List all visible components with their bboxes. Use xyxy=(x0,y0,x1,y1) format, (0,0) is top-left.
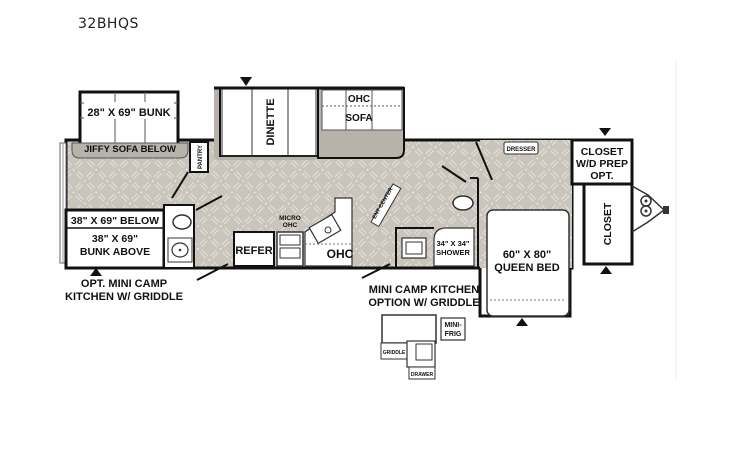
model-title: 32BHQS xyxy=(78,16,139,32)
refer-label: REFER xyxy=(235,245,272,257)
bunk-below-label: 38" X 69" BELOW xyxy=(71,215,159,227)
front-closet: CLOSET xyxy=(582,182,634,274)
micro-line2: OHC xyxy=(283,222,298,229)
bed-indicator-icon xyxy=(516,318,528,326)
dresser: DRESSER xyxy=(503,141,539,155)
opt-mini-line1: OPT. MINI CAMP xyxy=(81,278,167,290)
rear-door xyxy=(59,142,67,264)
micro-line1: MICRO xyxy=(279,215,301,222)
main-slide: DINETTE OHC SOFA xyxy=(214,77,405,160)
kitchen: REFER MICRO OHC OHC xyxy=(196,197,354,281)
rear-bath xyxy=(163,204,195,269)
mid-bath: 34" X 34" SHOWER xyxy=(361,177,479,279)
pantry-label: PANTRY xyxy=(198,145,204,169)
bunk-indicator-icon xyxy=(90,268,102,276)
closet-wd-line2: W/D PREP xyxy=(576,158,628,170)
stove-icon xyxy=(276,231,304,267)
mini-frig-line2: FRIG xyxy=(445,331,462,338)
closet-wd: CLOSET W/D PREP OPT. xyxy=(570,128,634,186)
opt-mini-line2: KITCHEN W/ GRIDDLE xyxy=(65,291,183,303)
pantry: PANTRY xyxy=(189,141,209,173)
dresser-label: DRESSER xyxy=(506,147,536,153)
mini-camp-line2: OPTION W/ GRIDDLE xyxy=(368,297,479,309)
ohc-top-label: OHC xyxy=(348,94,370,105)
bunk-above-line1: 38" X 69" xyxy=(92,233,138,245)
jiffy-sofa-label: JIFFY SOFA BELOW xyxy=(84,144,176,155)
dinette-label: DINETTE xyxy=(265,98,277,145)
wd-indicator-icon xyxy=(599,128,611,136)
shower-icon xyxy=(433,227,475,267)
sofa-label: SOFA xyxy=(345,113,372,124)
bunk-above-line2: BUNK ABOVE xyxy=(80,246,150,258)
queen-line2: QUEEN BED xyxy=(494,262,559,274)
ohc-kitchen-label: OHC xyxy=(327,247,354,261)
closet-indicator-icon xyxy=(600,266,612,274)
closet-wd-line1: CLOSET xyxy=(581,146,624,158)
mini-kitchen-detail: GRIDDLE DRAWER MINI- FRIG xyxy=(380,314,466,380)
bath-sink-icon xyxy=(401,237,427,259)
mini-camp-line1: MINI CAMP KITCHEN xyxy=(369,284,479,296)
closet-wd-line3: OPT. xyxy=(590,170,613,182)
bunk-slide-top: 28" X 69" BUNK JIFFY SOFA BELOW xyxy=(71,90,189,159)
closet-front-label: CLOSET xyxy=(602,202,614,245)
queen-line1: 60" X 80" xyxy=(503,249,551,261)
bath-toilet-icon xyxy=(452,195,474,211)
shower-line2: SHOWER xyxy=(436,248,470,257)
queen-bed: 60" X 80" QUEEN BED xyxy=(478,209,572,326)
bunk-top-label: 28" X 69" BUNK xyxy=(87,107,170,119)
hitch xyxy=(631,185,669,233)
drawer-label: DRAWER xyxy=(411,372,434,378)
rear-bunk-lower: 38" X 69" BELOW 38" X 69" BUNK ABOVE xyxy=(64,208,166,276)
slide-indicator-icon xyxy=(240,77,252,86)
shower-line1: 34" X 34" xyxy=(437,239,470,248)
toilet-icon xyxy=(172,214,192,230)
mini-frig-line1: MINI- xyxy=(444,322,462,329)
griddle-label: GRIDDLE xyxy=(383,350,406,356)
callout-mid: MINI CAMP KITCHEN OPTION W/ GRIDDLE xyxy=(368,284,479,309)
door-lines xyxy=(171,141,493,211)
callout-rear: OPT. MINI CAMP KITCHEN W/ GRIDDLE xyxy=(65,278,183,303)
